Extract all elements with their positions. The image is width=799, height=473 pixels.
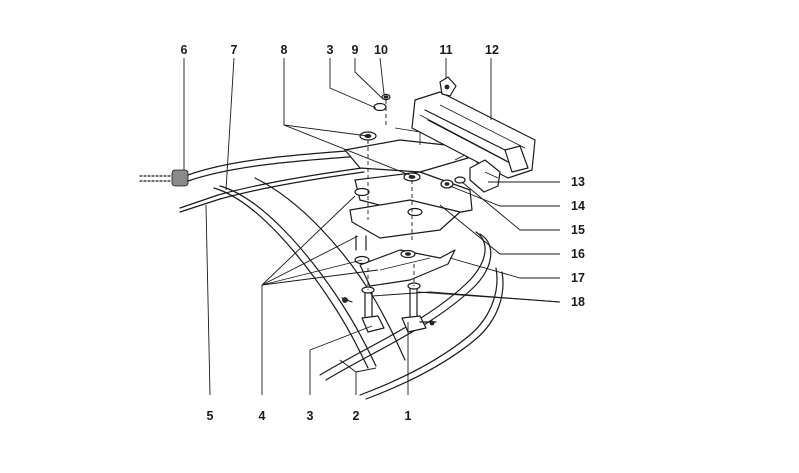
upper-plate-assembly bbox=[344, 93, 479, 240]
callout-13: 13 bbox=[571, 175, 585, 189]
callout-6: 6 bbox=[181, 43, 188, 57]
callout-4: 4 bbox=[259, 409, 266, 423]
callout-18: 18 bbox=[571, 295, 585, 309]
callout-7: 7 bbox=[231, 43, 238, 57]
callout-15: 15 bbox=[571, 223, 585, 237]
bracket bbox=[469, 159, 501, 193]
callout-10: 10 bbox=[374, 43, 388, 57]
callout-3-top: 3 bbox=[327, 43, 334, 57]
lower-hinge-plate bbox=[354, 235, 456, 287]
callout-17: 17 bbox=[571, 271, 585, 285]
callout-8: 8 bbox=[281, 43, 288, 57]
callout-16: 16 bbox=[571, 247, 585, 261]
callout-11: 11 bbox=[439, 43, 452, 57]
leader-lines bbox=[183, 57, 561, 396]
bulb-holder bbox=[439, 76, 457, 97]
callout-3-bottom: 3 bbox=[307, 409, 314, 423]
callout-5: 5 bbox=[207, 409, 214, 423]
callout-14: 14 bbox=[571, 199, 585, 213]
callout-9: 9 bbox=[352, 43, 359, 57]
light-housing bbox=[411, 91, 536, 179]
studs bbox=[361, 264, 421, 319]
callout-12: 12 bbox=[485, 43, 499, 57]
callout-labels: 6 7 8 3 9 10 11 12 13 14 15 16 17 18 5 4… bbox=[181, 43, 585, 423]
callout-1: 1 bbox=[405, 409, 412, 423]
callout-2: 2 bbox=[353, 409, 360, 423]
